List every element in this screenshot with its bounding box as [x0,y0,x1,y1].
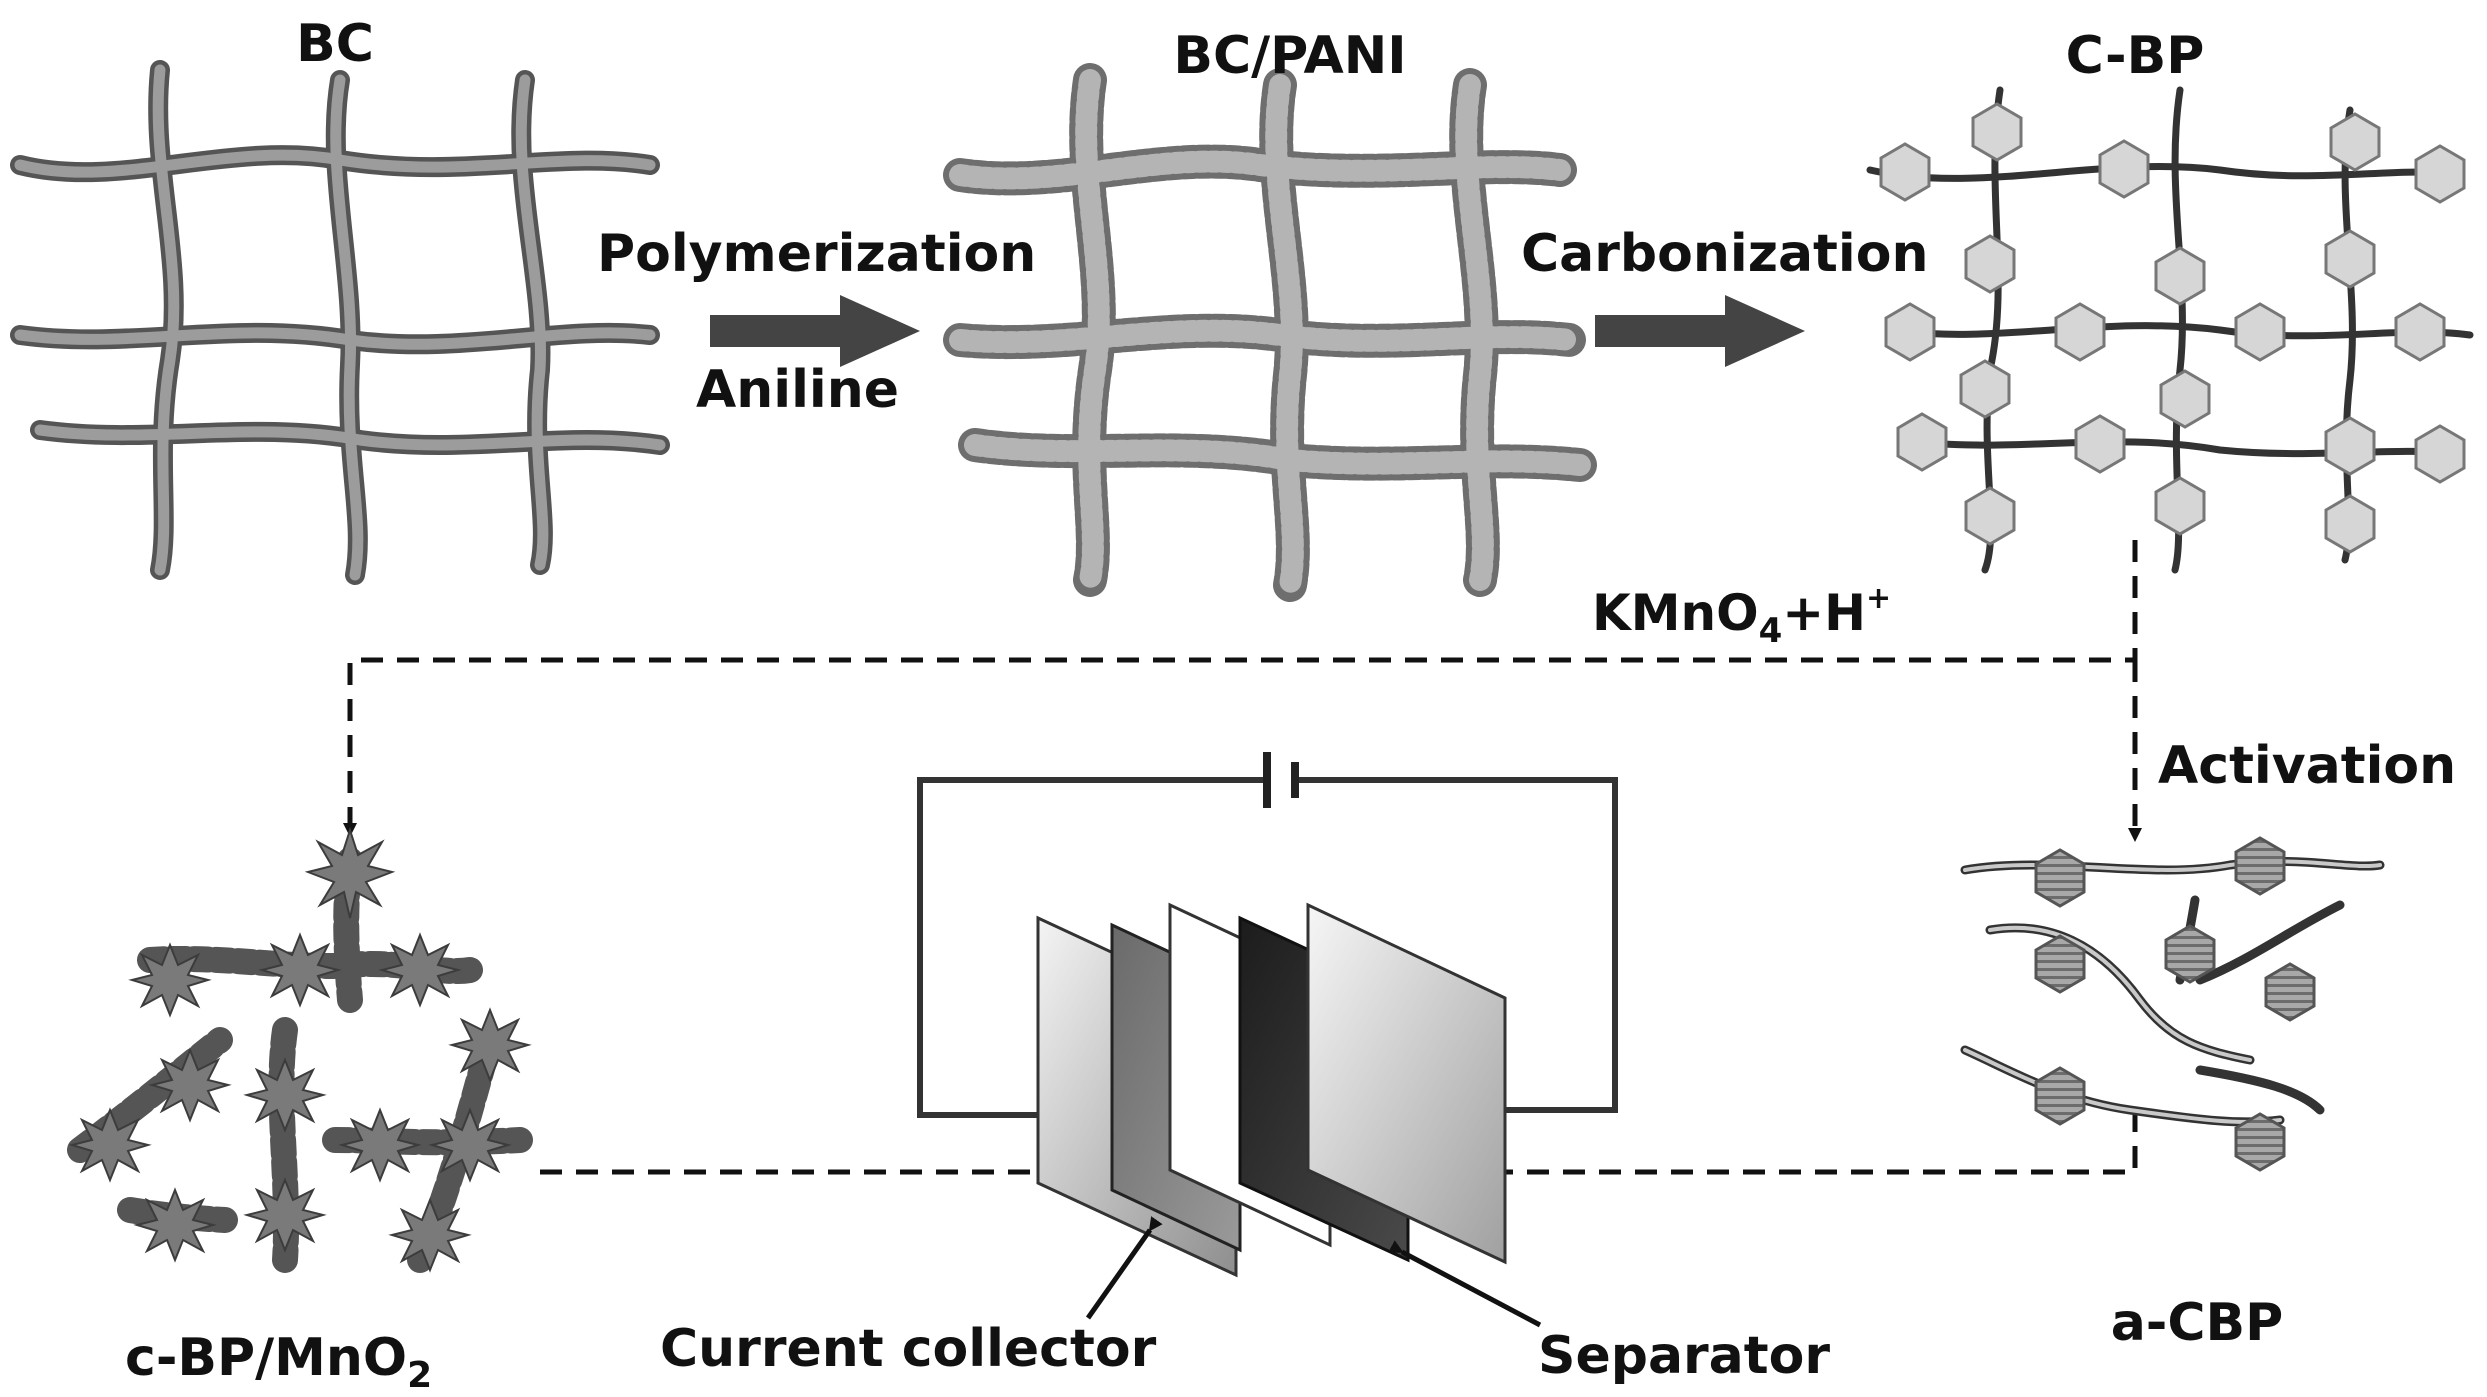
bc-network [10,60,670,585]
plate-current-collector-2 [1306,902,1507,1265]
label-c-bp: C-BP [2065,26,2205,86]
a-cbp-fragments [1960,836,2385,1172]
polymerization-arrow [710,295,920,367]
label-bc-pani: BC/PANI [1173,26,1407,86]
c-bp-network [1866,86,2474,574]
label-polymerization: Polymerization [597,224,1037,284]
mno2-spikes [68,826,532,1273]
bc-pani-network [943,63,1597,602]
label-activation: Activation [2158,736,2457,796]
label-kmno4: KMnO4+H+ [1592,581,1891,651]
label-current-collector: Current collector [660,1319,1157,1379]
label-c-bp-mno2: c-BP/MnO2 [125,1328,432,1392]
supercapacitor-device [917,752,1618,1328]
label-a-cbp: a-CBP [2110,1293,2284,1353]
label-separator: Separator [1538,1326,1830,1386]
label-aniline: Aniline [696,360,900,420]
label-carbonization: Carbonization [1521,224,1929,284]
carbonization-arrow [1595,295,1805,367]
circuit-wire [917,777,1618,1118]
c-bp-mno2-structure [67,826,533,1273]
label-bc: BC [296,14,374,74]
battery-symbol-icon [1263,752,1299,808]
kmno4-route-line [343,540,2138,837]
acbp-to-device-line [1468,1110,2138,1179]
hexagon-nodes [1879,102,2466,554]
